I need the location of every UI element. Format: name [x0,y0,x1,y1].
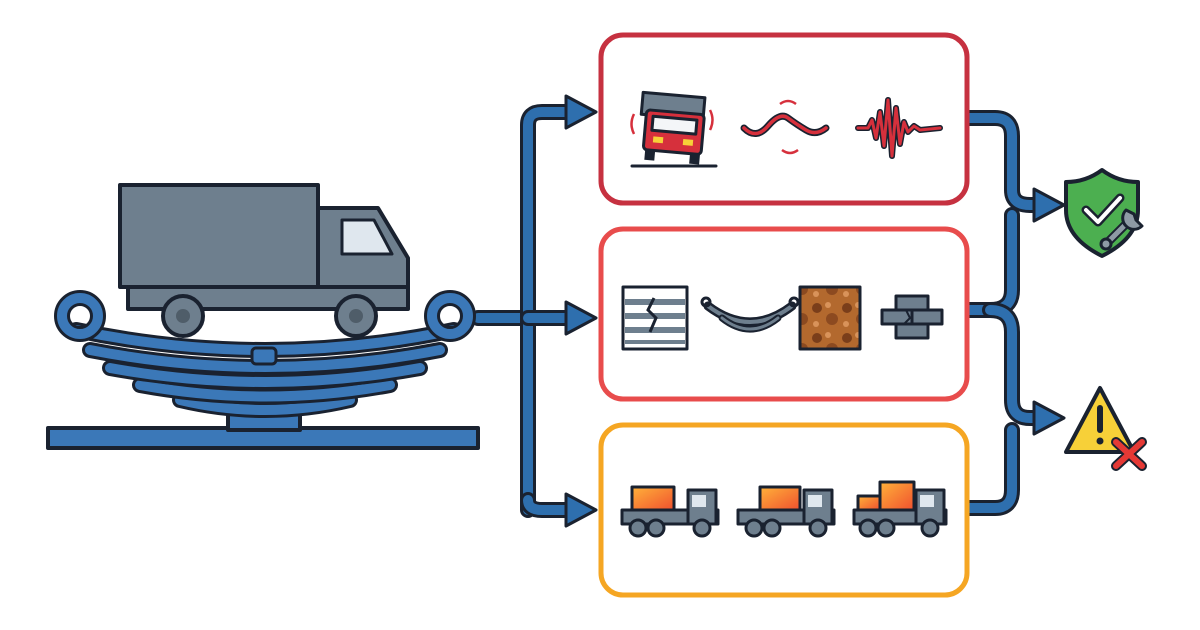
shield-check-wrench-icon [1064,168,1144,258]
box-truck-icon [118,183,410,338]
arrowhead-to-dynamic-group [564,94,598,130]
cracked-leaf-icon [621,285,689,351]
arrowhead-to-fail [1032,400,1066,436]
broken-brick-icon [880,294,944,340]
damped-wave-icon [740,99,830,155]
flow-connectors [470,104,1046,518]
rust-corrosion-icon [798,285,862,351]
truck-heavy-load-icon [852,480,948,538]
tilting-truck-icon [630,90,718,168]
arrowhead-to-load-group [564,492,598,528]
arrowhead-to-condition-group [564,300,598,336]
truck-small-load-icon [620,485,720,538]
arrowhead-to-pass [1032,187,1066,223]
warning-cross-icon [1064,386,1147,471]
curved-leaf-spring-icon [700,296,800,333]
leaf-spring-icon [54,290,476,418]
flow-arrowheads [564,94,1066,528]
source-illustration [46,183,480,450]
vibration-signal-icon [855,97,943,159]
truck-medium-load-icon [736,485,836,538]
